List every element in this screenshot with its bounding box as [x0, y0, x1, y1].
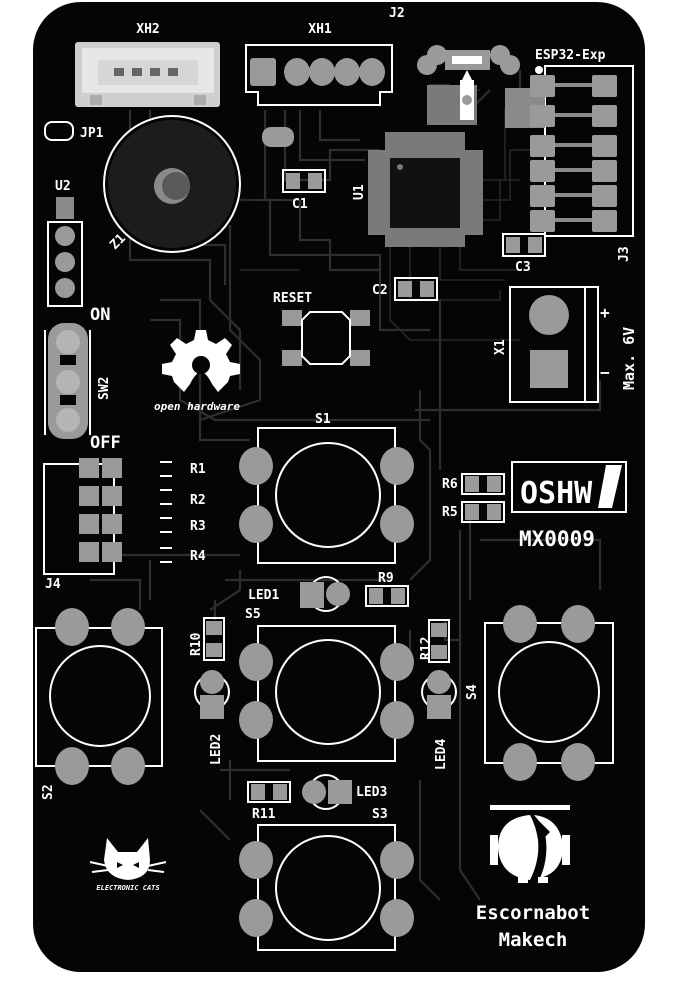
- r11-resistor: [247, 781, 291, 803]
- label-c2: C2: [372, 283, 388, 298]
- r10-resistor: [203, 617, 225, 661]
- label-minus: −: [600, 363, 610, 382]
- c3-capacitor: [502, 233, 546, 257]
- label-r1: R1: [190, 462, 206, 477]
- copper-traces: [90, 70, 602, 901]
- label-max-6v: Max. 6V: [620, 327, 638, 390]
- label-s2: S2: [41, 784, 56, 800]
- label-r2: R2: [190, 493, 206, 508]
- j4-header: [43, 458, 122, 575]
- r5-resistor: [461, 501, 505, 523]
- label-open-hardware: open hardware: [154, 400, 240, 413]
- xh2-connector: [75, 42, 220, 107]
- xh1-connector: [245, 44, 393, 106]
- s5-pushbutton: [239, 625, 414, 762]
- reset-button: [282, 310, 370, 366]
- label-reset: RESET: [273, 291, 312, 306]
- s1-pushbutton: [239, 427, 414, 564]
- label-s5: S5: [245, 607, 261, 622]
- x1-power-terminal: [509, 286, 599, 403]
- label-off: OFF: [90, 433, 121, 453]
- label-x1: X1: [493, 339, 508, 355]
- r12-resistor: [428, 619, 450, 663]
- label-j4: J4: [45, 577, 61, 592]
- escornabot-logo: [490, 805, 570, 883]
- c2-capacitor: [394, 277, 438, 301]
- label-jp1: JP1: [80, 126, 104, 141]
- label-j3: J3: [617, 246, 632, 262]
- r6-resistor: [461, 473, 505, 495]
- test-pad: [262, 127, 294, 147]
- label-sw2: SW2: [97, 377, 112, 400]
- label-makech: Makech: [499, 929, 568, 951]
- s2-pushbutton: [35, 608, 163, 785]
- label-led1: LED1: [248, 588, 279, 603]
- label-on: ON: [90, 305, 110, 325]
- label-mx0009: MX0009: [519, 527, 595, 551]
- open-hardware-logo: [162, 330, 240, 392]
- label-oshw: OSHW: [520, 476, 593, 511]
- label-r11: R11: [252, 807, 276, 822]
- led2: [194, 670, 230, 719]
- label-escornabot: Escornabot: [476, 902, 590, 924]
- electronic-cats-logo: [89, 838, 167, 880]
- label-r6: R6: [442, 477, 458, 492]
- label-s3: S3: [372, 807, 388, 822]
- label-r12: R12: [419, 637, 434, 660]
- label-r4: R4: [190, 549, 206, 564]
- led1: [300, 576, 350, 612]
- u2-regulator: [47, 197, 83, 307]
- label-plus: +: [600, 303, 610, 322]
- label-xh2: XH2: [136, 22, 159, 37]
- label-c3: C3: [515, 260, 531, 275]
- led4: [421, 670, 457, 719]
- led3: [302, 774, 352, 810]
- label-s1: S1: [315, 412, 331, 427]
- label-r9: R9: [378, 571, 394, 586]
- sw2-slide-switch: [44, 323, 91, 439]
- label-led2: LED2: [209, 734, 224, 765]
- label-led4: LED4: [434, 739, 449, 770]
- label-r10: R10: [189, 632, 204, 656]
- label-r3: R3: [190, 519, 206, 534]
- z1-buzzer: [103, 115, 241, 253]
- label-esp32: ESP32-Exp: [535, 48, 606, 63]
- label-electronic-cats: ELECTRONIC CATS: [96, 884, 159, 892]
- label-led3: LED3: [356, 785, 387, 800]
- label-u1: U1: [352, 184, 367, 200]
- label-c1: C1: [292, 197, 308, 212]
- c1-capacitor: [282, 169, 326, 193]
- label-s4: S4: [465, 684, 480, 700]
- label-xh1: XH1: [308, 22, 332, 37]
- oshw-certification-mark: [511, 461, 627, 513]
- j2-usb-connector: [417, 45, 520, 125]
- jp1-jumper: [44, 121, 74, 141]
- r9-resistor: [365, 585, 409, 607]
- resistor-array: [160, 461, 172, 563]
- u1-microcontroller: [368, 132, 483, 247]
- s4-pushbutton: [484, 605, 614, 781]
- esp32-expansion-header: [505, 65, 634, 237]
- label-r5: R5: [442, 505, 458, 520]
- label-j2: J2: [389, 6, 405, 21]
- label-u2: U2: [55, 179, 71, 194]
- s3-pushbutton: [239, 824, 414, 951]
